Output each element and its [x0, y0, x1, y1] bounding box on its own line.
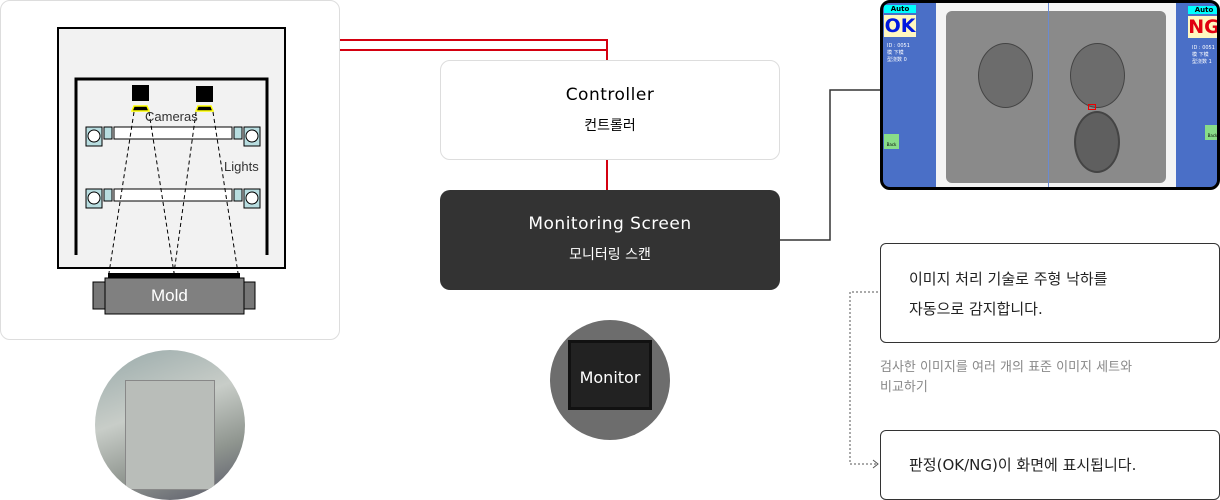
controller-box: Controller 컨트롤러: [440, 60, 780, 160]
monitoring-title: Monitoring Screen: [528, 214, 692, 234]
ng-result-badge: NG: [1188, 16, 1220, 38]
cameras-label: Cameras: [145, 109, 198, 124]
controller-subtitle: 컨트롤러: [584, 118, 636, 134]
monitor-photo: Monitor: [550, 320, 670, 440]
inspection-booth-photo: [95, 350, 245, 500]
light-bar: [85, 126, 261, 209]
inspection-diagram-card: Cameras Lights Mold: [0, 0, 340, 340]
left-info-line: 型浇数 0: [887, 57, 907, 63]
monitoring-screen-box: Monitoring Screen 모니터링 스캔: [440, 190, 780, 290]
monitor-label: Monitor: [579, 368, 641, 387]
note-line: 비교하기: [880, 380, 928, 395]
camera-icon: [194, 86, 215, 112]
result-text: 판정(OK/NG)이 화면에 표시됩니다.: [909, 456, 1137, 474]
left-info-line: ID : 0051: [887, 43, 910, 49]
right-info-line: 型浇数 1: [1192, 59, 1212, 65]
controller-title: Controller: [565, 85, 655, 105]
lights-label: Lights: [224, 159, 259, 174]
camera-setup-diagram: [57, 27, 286, 315]
result-info-box: 판정(OK/NG)이 화면에 표시됩니다.: [880, 430, 1220, 500]
right-mode-badge: Auto: [1188, 6, 1217, 14]
right-info-line: ID : 0051: [1192, 45, 1215, 51]
monitoring-subtitle: 모니터링 스캔: [569, 247, 651, 263]
left-info-line: 模 下模: [887, 50, 904, 56]
right-info-line: 模 下模: [1192, 52, 1209, 58]
left-back-button[interactable]: Back: [884, 134, 899, 149]
info-line: 자동으로 감지합니다.: [909, 300, 1043, 318]
ok-result-badge: OK: [884, 15, 916, 37]
note-line: 검사한 이미지를 여러 개의 표준 이미지 세트와: [880, 360, 1133, 375]
comparison-note: 검사한 이미지를 여러 개의 표준 이미지 세트와 비교하기: [880, 358, 1200, 398]
mold-label: Mold: [151, 286, 188, 305]
detection-info-box: 이미지 처리 기술로 주형 낙하를 자동으로 감지합니다.: [880, 243, 1220, 343]
camera-icon: [130, 85, 151, 112]
info-line: 이미지 처리 기술로 주형 낙하를: [909, 270, 1108, 288]
right-back-button[interactable]: Back: [1205, 125, 1217, 140]
left-mode-badge: Auto: [884, 5, 916, 13]
